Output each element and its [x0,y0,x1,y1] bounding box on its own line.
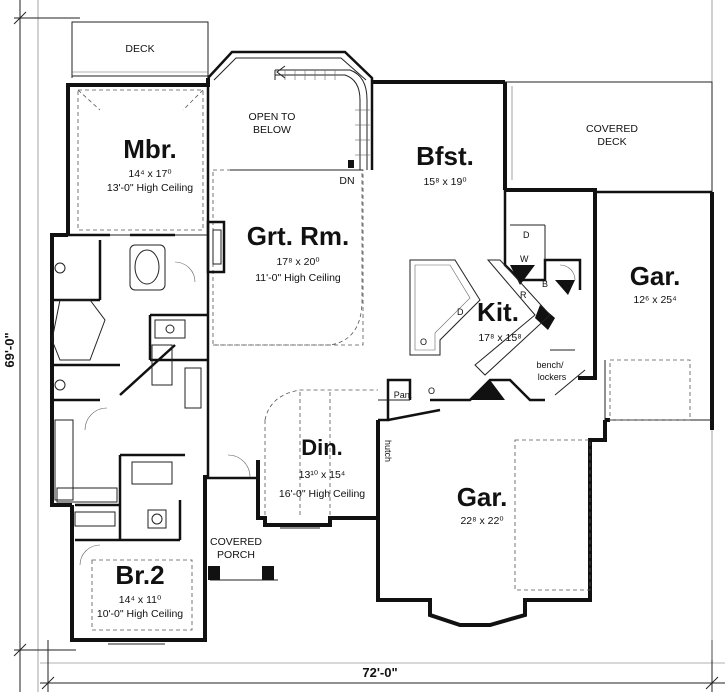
garage2-size: 22⁸ x 22⁰ [460,515,504,527]
stairs-dn-label: DN [339,175,354,187]
grt-rm-name: Grt. Rm. [247,221,350,251]
bfst-name: Bfst. [416,141,474,171]
appliance-o1: O [420,337,427,347]
din-size: 13¹⁰ x 15⁴ [299,469,346,481]
covered-porch-line1: COVERED [210,536,262,548]
br2-ceiling: 10'-0" High Ceiling [97,608,183,620]
garage2-name: Gar. [457,482,508,512]
grt-rm-size: 17⁸ x 20⁰ [276,256,320,268]
garage1-size: 12⁶ x 25⁴ [633,294,676,306]
deck-label: DECK [125,43,154,55]
pantry-label: Pan. [394,390,413,400]
bench-label-line2: lockers [538,372,567,382]
covered-porch-line2: PORCH [217,549,255,561]
mbr-name: Mbr. [123,134,176,164]
din-ceiling: 16'-0" High Ceiling [279,488,365,500]
mbr-ceiling: 13'-0" High Ceiling [107,182,193,194]
kit-name: Kit. [477,297,519,327]
bfst-size: 15⁸ x 19⁰ [423,176,467,188]
appliance-b: B [542,279,548,289]
bench-label-line1: bench/ [536,360,564,370]
appliance-d1: D [523,230,530,240]
din-name: Din. [301,435,343,460]
appliance-r: R [520,290,527,300]
exterior-walls [50,21,714,645]
appliance-o2: O [428,386,435,396]
garage1-name: Gar. [630,261,681,291]
open-to-below-line2: BELOW [253,124,291,136]
depth-dimension: 69'-0" [2,332,17,367]
covered-deck-line2: DECK [597,136,626,148]
room-labels: DECK Mbr. 14⁴ x 17⁰ 13'-0" High Ceiling … [97,43,680,620]
fixtures [54,220,586,566]
appliance-d2: D [457,307,464,317]
mbr-size: 14⁴ x 17⁰ [128,168,172,180]
covered-deck-line1: COVERED [586,123,638,135]
br2-size: 14⁴ x 11⁰ [119,594,162,606]
open-to-below-line1: OPEN TO [249,111,296,123]
hutch-label: hutch [383,440,393,462]
br2-name: Br.2 [115,560,164,590]
kit-size: 17⁸ x 15⁸ [478,332,521,344]
grt-rm-ceiling: 11'-0" High Ceiling [255,272,341,284]
width-dimension: 72'-0" [362,665,397,680]
staircase [274,65,370,170]
appliance-w: W [520,254,529,264]
